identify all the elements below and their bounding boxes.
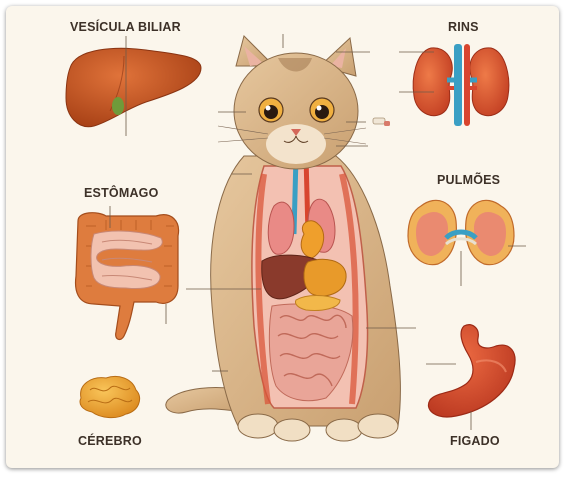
label-vesicula-biliar: VESÍCULA BILIAR — [70, 20, 181, 34]
cat-illustration — [166, 36, 401, 441]
label-cerebro: CÉREBRO — [78, 434, 142, 448]
lungs-illustration — [408, 200, 526, 286]
label-pulmoes: PULMÕES — [437, 173, 500, 187]
label-estomago: ESTÔMAGO — [84, 186, 159, 200]
anatomy-illustration — [6, 6, 559, 468]
stomach-illustration — [426, 325, 515, 430]
liver-illustration — [66, 36, 201, 136]
brain-illustration — [80, 377, 140, 418]
label-figado: FIGADO — [450, 434, 500, 448]
kidneys-illustration — [399, 44, 509, 126]
label-rins: RINS — [448, 20, 479, 34]
bone-icon — [373, 118, 390, 126]
diagram-frame: VESÍCULA BILIAR RINS ESTÔMAGO PULMÕES CÉ… — [6, 6, 559, 468]
intestines-illustration — [76, 206, 179, 339]
